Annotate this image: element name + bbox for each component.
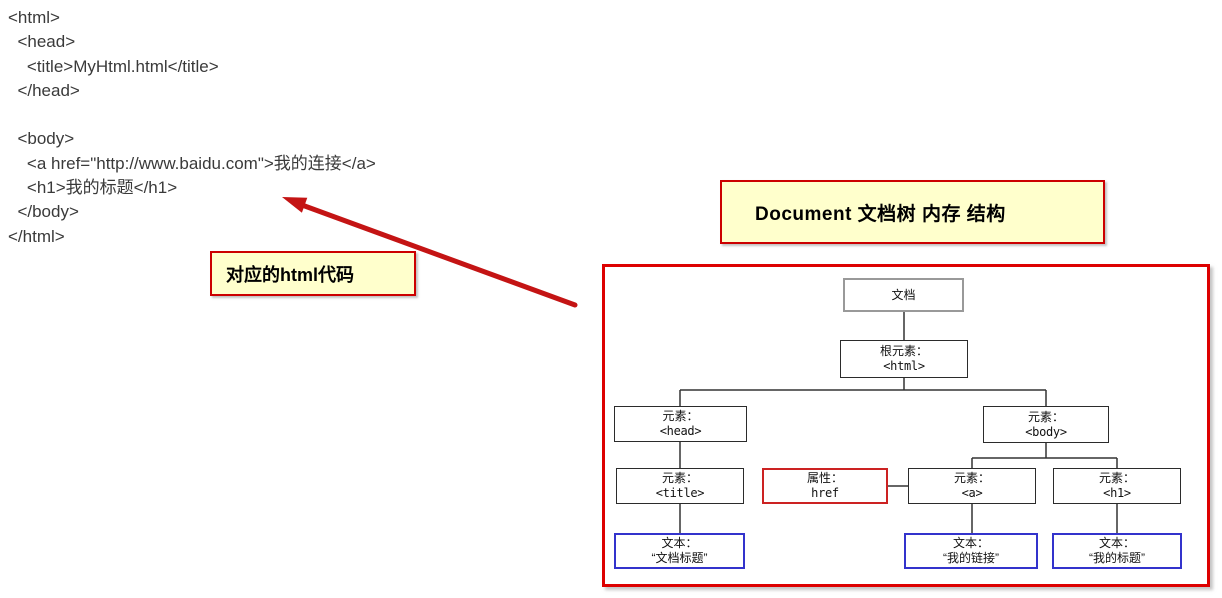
html-source-code: <html> <head> <title>MyHtml.html</title>…	[8, 8, 376, 246]
node-attribute-href-value: href	[811, 486, 839, 500]
node-title-label: 元素：	[661, 471, 698, 485]
node-attribute-href: 属性： href	[762, 468, 888, 504]
node-root-html: 根元素： <html>	[840, 340, 968, 378]
code-label: 对应的html代码	[210, 251, 416, 296]
node-text-doc-title: 文本： “文档标题”	[614, 533, 745, 569]
node-attribute-href-label: 属性：	[806, 471, 843, 485]
node-head-label: 元素：	[662, 409, 699, 423]
node-h1: 元素： <h1>	[1053, 468, 1181, 504]
node-document: 文档	[843, 278, 964, 312]
node-anchor-tag: <a>	[961, 486, 983, 500]
node-body: 元素： <body>	[983, 406, 1109, 443]
node-body-label: 元素：	[1027, 409, 1064, 424]
node-anchor-label: 元素：	[953, 471, 990, 485]
node-text-my-heading-value: “我的标题”	[1089, 551, 1145, 565]
diagram-title: Document 文档树 内存 结构	[720, 180, 1105, 244]
node-root-html-tag: <html>	[883, 359, 925, 373]
node-text-my-link-value: “我的链接”	[943, 551, 999, 565]
node-text-doc-title-value: “文档标题”	[651, 551, 708, 565]
diagram-title-text: Document 文档树 内存 结构	[755, 203, 1006, 225]
node-head-tag: <head>	[659, 424, 702, 438]
node-body-tag: <body>	[1025, 424, 1067, 439]
node-title-tag: <title>	[655, 486, 705, 500]
node-h1-tag: <h1>	[1103, 486, 1131, 500]
node-anchor: 元素： <a>	[908, 468, 1036, 504]
node-document-label: 文档	[891, 287, 916, 302]
node-head: 元素： <head>	[614, 406, 747, 442]
node-text-my-link-label: 文本：	[952, 536, 989, 550]
node-text-my-heading: 文本： “我的标题”	[1052, 533, 1182, 569]
node-root-html-label: 根元素：	[879, 344, 928, 358]
node-h1-label: 元素：	[1098, 471, 1135, 485]
node-text-my-link: 文本： “我的链接”	[904, 533, 1038, 569]
node-text-doc-title-label: 文本：	[661, 536, 698, 550]
node-text-my-heading-label: 文本：	[1098, 536, 1135, 550]
code-label-text: 对应的html代码	[226, 264, 354, 285]
node-title: 元素： <title>	[616, 468, 744, 504]
